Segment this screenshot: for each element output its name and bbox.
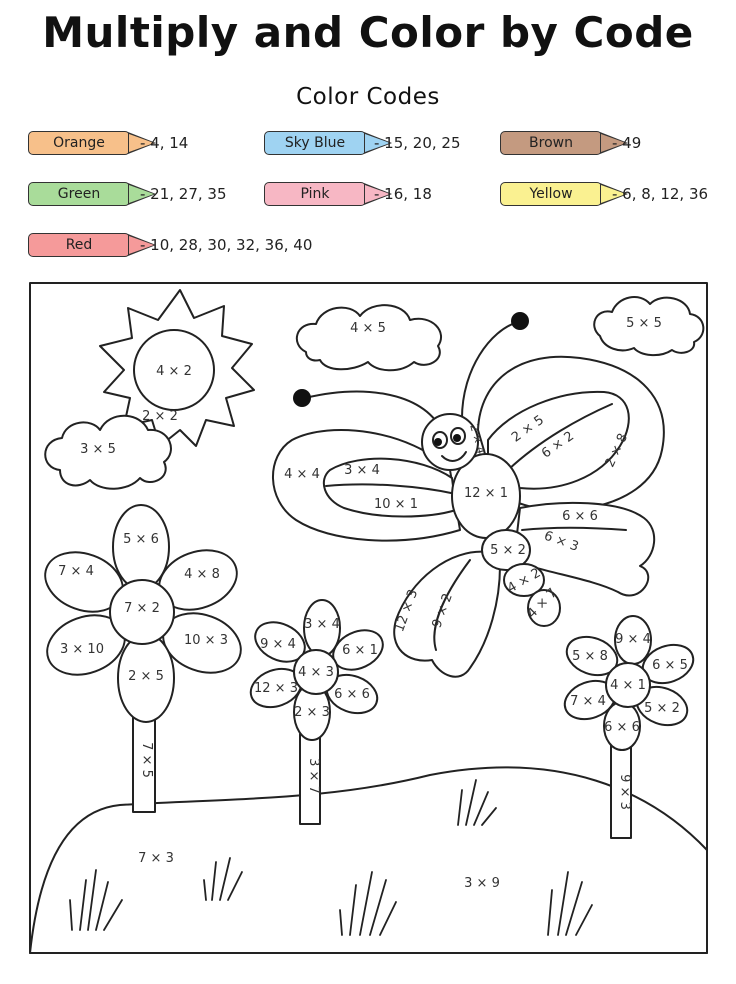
butterfly-antenna-right — [461, 321, 519, 419]
butterfly-antenna-tip-right — [511, 312, 529, 330]
sun-center-label: 4 × 2 — [156, 364, 192, 379]
flower-right: 9 × 3 9 × 4 5 × 8 6 × 5 4 × 1 7 × 4 5 × … — [561, 615, 695, 839]
flower-middle-petal-left-bottom-label: 12 × 3 — [254, 681, 298, 696]
cloud-left-label: 3 × 5 — [80, 442, 116, 457]
flower-right-petal-right-bottom-label: 5 × 2 — [644, 701, 680, 716]
flower-right-stem-label: 9 × 3 — [617, 774, 632, 810]
flower-right-petal-right-top-label: 6 × 5 — [652, 658, 688, 673]
butterfly: 2 × 5 6 × 2 2 × 8 4 × 4 3 × 4 10 × 1 6 ×… — [272, 312, 665, 678]
crayon-label-sky-blue: Sky Blue — [264, 131, 366, 155]
grass-tufts — [69, 779, 593, 936]
flower-middle-stem-label: 3 × 7 — [306, 758, 321, 794]
flower-right-petal-left-bottom-label: 7 × 4 — [570, 694, 606, 709]
cloud-middle[interactable]: 4 × 5 — [295, 304, 443, 372]
flower-left-petal-top-label: 5 × 6 — [123, 532, 159, 547]
crayon-label-yellow: Yellow — [500, 182, 602, 206]
flower-left-stem-label: 7 × 5 — [139, 742, 154, 778]
color-codes-heading: Color Codes — [296, 84, 440, 110]
code-values-red: - 10, 28, 30, 32, 36, 40 — [140, 236, 313, 254]
flower-right-petal-left-top-label: 5 × 8 — [572, 649, 608, 664]
butterfly-antenna-left — [304, 390, 443, 431]
sun-ray-label: 2 × 2 — [142, 409, 178, 424]
flower-left-petal-left-top-label: 7 × 4 — [58, 564, 94, 579]
butterfly-body-lower[interactable] — [503, 563, 545, 597]
flower-left: 7 × 5 5 × 6 7 × 4 4 × 8 7 × 2 3 × 10 10 … — [44, 504, 242, 813]
cloud-right[interactable]: 5 × 5 — [593, 296, 705, 356]
hill-left-label: 7 × 3 — [138, 851, 174, 866]
page-title: Multiply and Color by Code — [42, 8, 694, 57]
code-values-brown: - 49 — [612, 134, 642, 152]
crayon-label-orange: Orange — [28, 131, 130, 155]
butterfly-wing-left-inner-label: 3 × 4 — [344, 463, 380, 478]
flower-left-center-label: 7 × 2 — [124, 601, 160, 616]
butterfly-smile — [441, 451, 467, 462]
flower-left-center[interactable] — [109, 579, 175, 645]
flower-left-petal-right-bottom-label: 10 × 3 — [184, 633, 228, 648]
flower-middle-petal-left-top-label: 9 × 4 — [260, 637, 296, 652]
code-values-sky-blue: - 15, 20, 25 — [374, 134, 461, 152]
flower-right-center-label: 4 × 1 — [610, 678, 646, 693]
butterfly-body-tail[interactable] — [527, 589, 561, 627]
flower-middle: 3 × 7 3 × 4 9 × 4 6 × 1 4 × 3 12 × 3 6 ×… — [249, 599, 384, 825]
flower-middle-petal-right-bottom-label: 6 × 6 — [334, 687, 370, 702]
butterfly-wing-lower-right-a-label: 6 × 6 — [562, 509, 598, 524]
flower-middle-center[interactable] — [293, 649, 339, 695]
sun-center[interactable] — [133, 329, 215, 411]
flower-left-petal-right-top-label: 4 × 8 — [184, 567, 220, 582]
butterfly-wing-left-inner[interactable] — [322, 457, 457, 518]
code-values-orange: - 4, 14 — [140, 134, 189, 152]
butterfly-body-mid-label: 5 × 2 — [490, 543, 526, 558]
flower-middle-center-label: 4 × 3 — [298, 665, 334, 680]
butterfly-wing-lower-left[interactable] — [393, 550, 501, 678]
flower-middle-petal-top-label: 3 × 4 — [304, 617, 340, 632]
crayon-label-pink: Pink — [264, 182, 366, 206]
crayon-label-green: Green — [28, 182, 130, 206]
cloud-middle-label: 4 × 5 — [350, 321, 386, 336]
butterfly-body-mid[interactable] — [481, 529, 531, 571]
flower-left-petal-left-bottom-label: 3 × 10 — [60, 642, 104, 657]
flower-right-petal-top-label: 9 × 4 — [615, 632, 651, 647]
code-values-pink: - 16, 18 — [374, 185, 432, 203]
butterfly-body-upper-label: 12 × 1 — [464, 486, 508, 501]
cloud-right-label: 5 × 5 — [626, 316, 662, 331]
butterfly-wing-left-outer-label: 4 × 4 — [284, 467, 320, 482]
butterfly-wing-lower-right[interactable] — [513, 501, 656, 597]
flower-left-petal-bottom-label: 2 × 5 — [128, 669, 164, 684]
flower-right-center[interactable] — [605, 662, 651, 708]
crayon-label-red: Red — [28, 233, 130, 257]
sun: 4 × 2 2 × 2 — [99, 289, 255, 447]
code-values-green: - 21, 27, 35 — [140, 185, 227, 203]
butterfly-antenna-tip-left — [293, 389, 311, 407]
flower-middle-petal-bottom-label: 2 × 3 — [294, 705, 330, 720]
flower-middle-petal-right-top-label: 6 × 1 — [342, 643, 378, 658]
hill-right-label: 3 × 9 — [464, 876, 500, 891]
butterfly-wing-left-lower-label: 10 × 1 — [374, 497, 418, 512]
flower-right-petal-left-top[interactable] — [561, 630, 622, 682]
cloud-left[interactable]: 3 × 5 — [44, 414, 172, 490]
code-values-yellow: - 6, 8, 12, 36 — [612, 185, 709, 203]
crayon-label-brown: Brown — [500, 131, 602, 155]
flower-right-petal-bottom-label: 6 × 6 — [604, 720, 640, 735]
